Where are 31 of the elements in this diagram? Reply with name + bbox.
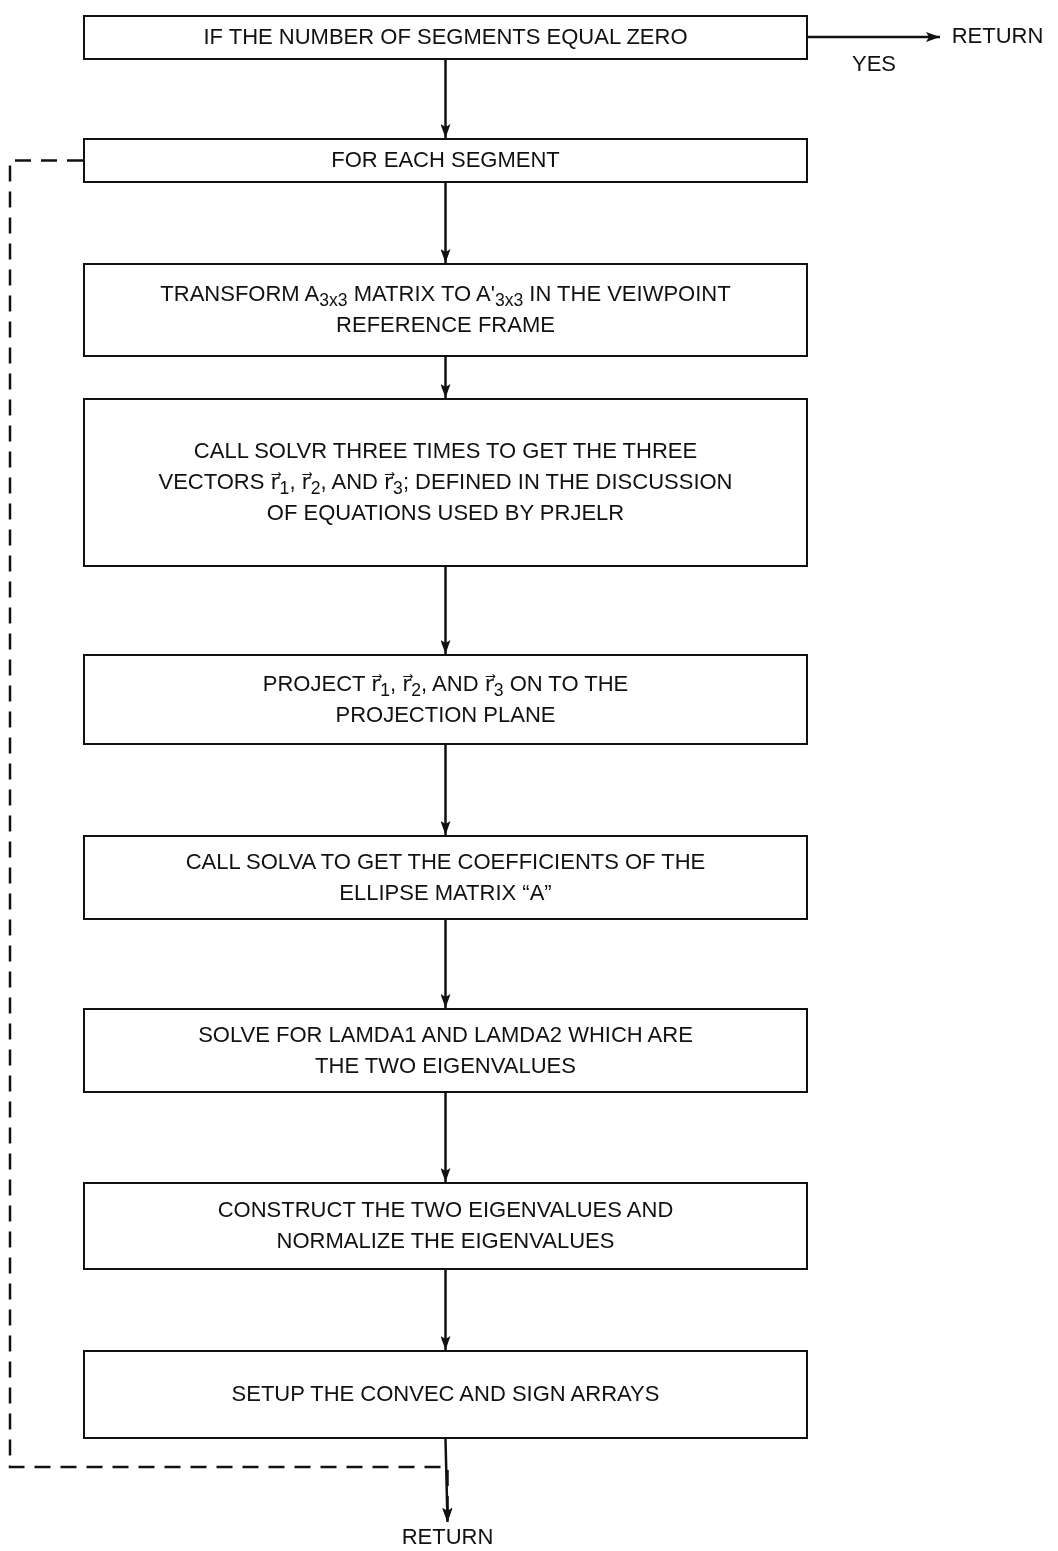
step-text: PROJECT r⃗$_{1}$, r⃗$_{2}$, AND r⃗$_{3}$ ON TO THE PROJECTION PLANE: [261, 669, 630, 729]
arrow: [440, 1270, 451, 1350]
arrow: [440, 183, 451, 263]
arrow: [440, 60, 451, 138]
step-text: SETUP THE CONVEC AND SIGN ARRAYS: [231, 1380, 660, 1409]
arrow: [440, 920, 451, 1008]
step-text: TRANSFORM A$_{3x3}$ MATRIX TO A'$_{3x3}$ IN THE VEIWPOINT REFERENCE FRAME: [159, 280, 732, 339]
process-box: [83, 15, 808, 60]
process-box: [83, 654, 808, 745]
arrow: [440, 1093, 451, 1182]
process-box: [83, 1350, 808, 1439]
step-text: CONSTRUCT THE TWO EIGENVALUES AND NORMALIZE THE EIGENVALUES: [216, 1196, 675, 1255]
arrow: [808, 32, 940, 42]
loop-connector: [8, 159, 453, 1522]
terminal-label: RETURN: [951, 21, 1044, 50]
step-text: FOR EACH SEGMENT: [331, 146, 560, 175]
process-box: [83, 835, 808, 920]
step-text: CALL SOLVA TO GET THE COEFFICIENTS OF THE ELLIPSE MATRIX “A”: [184, 847, 707, 907]
terminal-label: RETURN: [401, 1522, 494, 1551]
arrow: [440, 745, 451, 835]
step-text: IF THE NUMBER OF SEGMENTS EQUAL ZERO: [203, 23, 688, 52]
arrow: [442, 1438, 453, 1523]
process-box: [83, 138, 808, 183]
step-text: CALL SOLVR THREE TIMES TO GET THE THREE VECTORS r⃗$_{1}$, r⃗$_{2}$, AND r⃗$_{3}$; DEFINED IN THE DISCUSSION OF EQUATIONS USED BY PRJELR: [157, 437, 734, 527]
arrow: [440, 357, 451, 398]
step-text: SOLVE FOR LAMDA1 AND LAMDA2 WHICH ARE THE TWO EIGENVALUES: [197, 1020, 694, 1080]
process-box: [83, 398, 808, 567]
process-box: [83, 1008, 808, 1093]
process-box: [83, 1182, 808, 1270]
process-box: [83, 263, 808, 357]
arrow: [440, 567, 451, 654]
